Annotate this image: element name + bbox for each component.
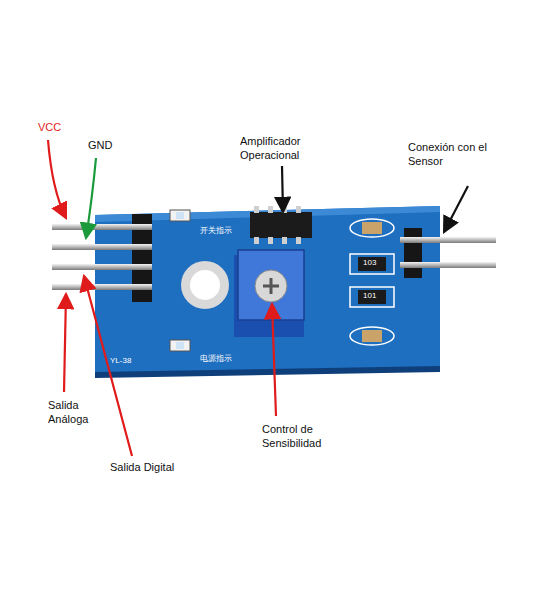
silkscreen-text: 开关指示	[200, 226, 232, 236]
signal-label: Salida Análoga	[48, 398, 108, 427]
component-code: 101	[363, 291, 376, 301]
silkscreen-text: 电源指示	[200, 354, 232, 364]
signal-label: Salida Digital	[110, 460, 200, 474]
silkscreen-text: YL-38	[110, 356, 131, 366]
part-label: Amplificador Operacional	[240, 134, 340, 163]
pin-label: GND	[88, 138, 112, 152]
component-code: 103	[363, 258, 376, 268]
part-label: Control de Sensibilidad	[262, 422, 354, 451]
pin-label: VCC	[38, 120, 61, 134]
part-label: Conexión con el Sensor	[408, 140, 500, 169]
